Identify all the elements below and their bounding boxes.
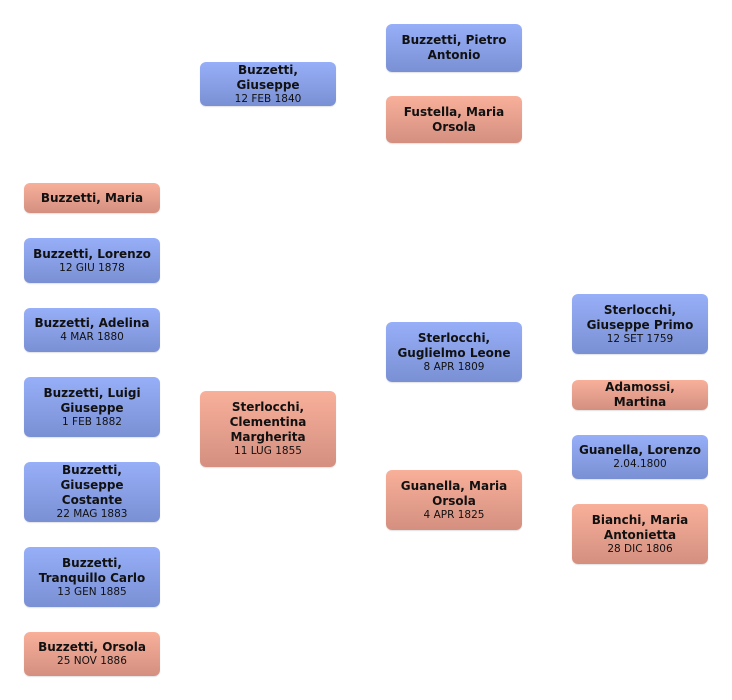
person-date: 4 MAR 1880 bbox=[60, 331, 124, 343]
person-name: Buzzetti, Orsola bbox=[38, 640, 146, 654]
person-date: 12 SET 1759 bbox=[606, 332, 674, 345]
person-box-buzzetti-pietro-antonio[interactable]: Buzzetti, Pietro Antonio bbox=[386, 24, 522, 72]
person-name: Buzzetti, Pietro Antonio bbox=[401, 33, 507, 62]
person-name: Buzzetti, Luigi Giuseppe bbox=[43, 385, 141, 415]
person-date: 8 APR 1809 bbox=[423, 360, 485, 373]
person-name: Adamossi, Martina bbox=[605, 380, 675, 409]
person-name: Buzzetti, Maria bbox=[40, 190, 144, 205]
person-box-buzzetti-maria[interactable]: Buzzetti, Maria bbox=[24, 183, 160, 213]
person-date: 28 DIC 1806 bbox=[607, 542, 673, 555]
person-date: 11 LUG 1855 bbox=[234, 445, 302, 457]
person-date: 1 FEB 1882 bbox=[62, 415, 122, 428]
person-date: 12 FEB 1840 bbox=[234, 92, 302, 105]
person-name: Fustella, Maria Orsola bbox=[403, 104, 505, 134]
person-name: Guanella, Maria Orsola bbox=[400, 478, 508, 508]
person-date: 25 NOV 1886 bbox=[57, 655, 127, 667]
person-name: Buzzetti, Tranquillo Carlo bbox=[38, 555, 146, 585]
person-date: 12 GIU 1878 bbox=[59, 261, 125, 274]
person-name: Buzzetti, Giuseppe bbox=[236, 62, 300, 92]
person-name: Sterlocchi, Giuseppe Primo bbox=[586, 302, 694, 332]
person-date: 22 MAG 1883 bbox=[56, 508, 128, 520]
person-name: Sterlocchi, Guglielmo Leone bbox=[397, 330, 511, 360]
person-name: Guanella, Lorenzo bbox=[579, 443, 701, 457]
person-box-adamossi-martina[interactable]: Adamossi, Martina bbox=[572, 380, 708, 410]
person-date: 2.04.1800 bbox=[613, 458, 667, 470]
person-name: Sterlocchi, Clementina Margherita bbox=[229, 400, 307, 444]
person-date: 4 APR 1825 bbox=[423, 508, 485, 521]
person-name: Buzzetti, Adelina bbox=[34, 316, 150, 330]
person-box-fustella-maria-orsola[interactable]: Fustella, Maria Orsola bbox=[386, 96, 522, 143]
person-date: 13 GEN 1885 bbox=[57, 585, 127, 598]
person-name: Buzzetti, Giuseppe Costante bbox=[60, 463, 124, 507]
person-name: Bianchi, Maria Antonietta bbox=[591, 512, 689, 542]
person-name: Buzzetti, Lorenzo bbox=[33, 246, 151, 261]
